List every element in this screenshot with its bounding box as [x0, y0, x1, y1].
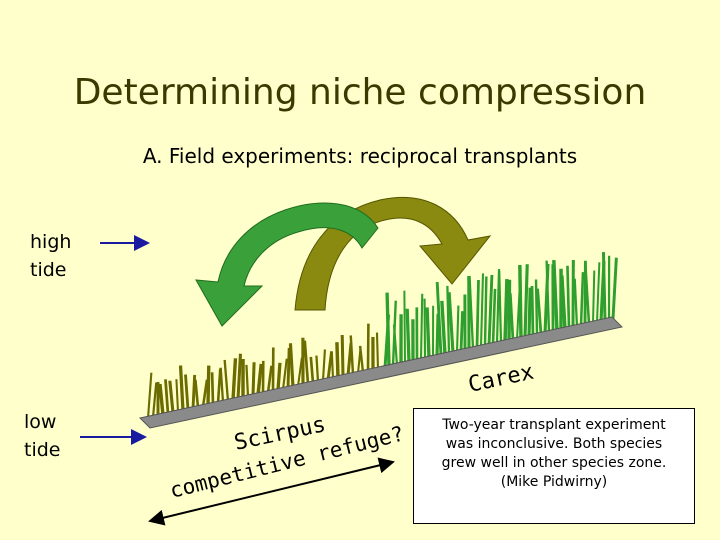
grass-blade [286, 347, 291, 389]
note-line-1: Two-year transplant experiment [442, 417, 666, 433]
grass-blade [175, 379, 180, 412]
grass-blade [330, 351, 335, 379]
grass-blade [534, 279, 539, 336]
grass-blade [385, 292, 391, 367]
grass-blade [425, 307, 431, 359]
grass-blade [340, 334, 345, 377]
grass-blade [266, 365, 273, 393]
grass-blade [579, 272, 585, 326]
grass-blade [507, 279, 512, 342]
grass-blade [447, 292, 455, 354]
scirpus-grass [146, 323, 380, 419]
grass-blade [435, 281, 443, 356]
grass-blade [315, 355, 320, 382]
grass-blade [151, 382, 158, 418]
note-line-4: (Mike Pidwirny) [500, 474, 608, 490]
grass-blade [223, 359, 230, 402]
grass-blade [527, 287, 532, 337]
grass-blade [584, 265, 591, 324]
grass-blade [321, 349, 326, 381]
grass-blade [595, 262, 601, 323]
grass-blade [296, 357, 303, 387]
grass-blade [276, 362, 282, 391]
grass-blade [194, 379, 200, 408]
grass-blade [518, 265, 523, 339]
carex-grass [383, 252, 618, 368]
grass-blade [231, 358, 238, 401]
grass-blade [281, 358, 288, 390]
grass-blade [168, 380, 175, 414]
grass-blade [349, 335, 355, 375]
carex-label: Carex [466, 360, 536, 398]
grass-blade [566, 265, 571, 329]
grass-blade [309, 356, 315, 384]
grass-blade [440, 300, 447, 355]
grass-blade [552, 260, 559, 331]
grass-blade [479, 273, 485, 348]
experiment-note-box: Two-year transplant experiment was incon… [413, 408, 695, 524]
grass-blade [184, 374, 190, 410]
grass-blade [288, 343, 295, 388]
grass-blade [146, 372, 153, 419]
grass-blade [508, 293, 515, 341]
high-tide-line-1: high [30, 231, 72, 253]
grass-blade [251, 362, 256, 396]
grass-blade [446, 285, 451, 354]
note-line-3: grew well in other species zone. [441, 455, 667, 471]
grass-blade [591, 270, 596, 324]
grass-blade [611, 257, 618, 319]
grass-blade [573, 278, 579, 327]
low-tide-label: low tide [24, 408, 60, 464]
grass-blade [419, 293, 424, 360]
grass-blade [475, 279, 480, 348]
grass-blade [530, 285, 535, 336]
grass-blade [560, 275, 567, 330]
low-tide-line-1: low [24, 411, 57, 433]
low-tide-line-2: tide [24, 439, 61, 461]
grass-blade [201, 379, 209, 407]
grass-blade [405, 308, 411, 363]
grass-blade [206, 365, 211, 406]
shore-slope [138, 316, 624, 429]
grass-blade [487, 274, 494, 346]
grass-blade [358, 345, 365, 373]
grass-blade [459, 311, 464, 352]
slide-title: Determining niche compression [73, 72, 647, 113]
refuge-range-arrow [148, 457, 395, 526]
grass-blade [523, 264, 529, 338]
grass-blade [498, 270, 503, 343]
grass-blade [303, 340, 310, 385]
grass-blade [601, 252, 607, 321]
grass-blade [503, 278, 509, 342]
grass-blade [256, 363, 263, 395]
grass-blade [158, 383, 165, 416]
high-tide-line-2: tide [30, 259, 67, 281]
note-line-2: was inconclusive. Both species [445, 436, 663, 452]
grass-blade [483, 276, 488, 347]
grass-blade [375, 332, 380, 370]
grass-blade [178, 365, 185, 411]
grass-blade [210, 372, 215, 405]
grass-blade [491, 288, 497, 345]
grass-blade [468, 275, 475, 349]
grass-blade [335, 342, 340, 378]
grass-blade [536, 288, 543, 335]
grass-blade [164, 379, 170, 415]
grass-blade [216, 368, 222, 404]
grass-blade [403, 290, 407, 364]
grass-blade [219, 367, 225, 403]
high-tide-label: high tide [30, 228, 71, 284]
green-transplant-arrow [195, 202, 379, 327]
grass-blade [236, 353, 243, 400]
grass-blade [545, 260, 551, 333]
grass-blade [245, 364, 250, 397]
slide-subtitle: A. Field experiments: reciprocal transpl… [142, 144, 578, 168]
grass-blade [455, 305, 460, 353]
grass-blade [392, 324, 399, 366]
